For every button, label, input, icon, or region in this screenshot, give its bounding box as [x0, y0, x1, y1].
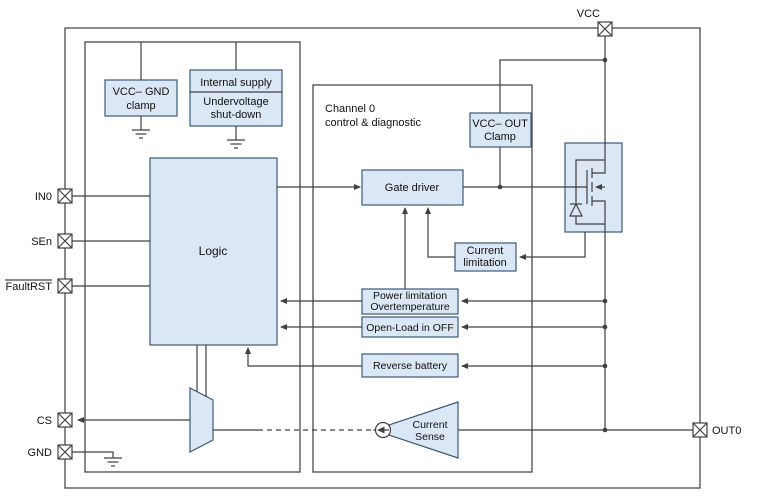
pin-in0 [57, 188, 73, 204]
outer-frame [64, 27, 701, 489]
ground-icon-gnd-pin [104, 457, 122, 467]
power-limitation-label-2: Overtemperature [370, 301, 450, 313]
body-diode-cathode-path [575, 159, 605, 204]
current-limitation-block [454, 242, 517, 272]
vcc-gnd-clamp-label-2: clamp [126, 100, 155, 112]
in0-pin-label: IN0 [35, 191, 52, 203]
pin-gnd [57, 444, 73, 460]
pin-cs [57, 412, 73, 428]
body-diode-icon [569, 202, 583, 217]
power-limitation-label-1: Power limitation [373, 290, 447, 302]
vcc-out-clamp-label-1: VCC– OUT [472, 118, 528, 130]
current-sense-label-2: Sense [415, 431, 445, 443]
mosfet-icon [565, 159, 605, 225]
cs-pin-label: CS [37, 415, 52, 427]
undervoltage-label-1: Undervoltage [203, 96, 268, 108]
vcc-pin-label: VCC [577, 8, 600, 20]
wires [72, 36, 693, 458]
current-limitation-label-1: Current [467, 245, 504, 257]
body-diode-anode-path [575, 216, 605, 225]
vcc-gnd-clamp-label-1: VCC– GND [113, 86, 170, 98]
gate-driver-label: Gate driver [385, 182, 440, 194]
logic-label: Logic [199, 244, 228, 258]
logic-box [149, 157, 278, 346]
current-limitation-label-2: limitation [463, 257, 506, 269]
vcc-out-clamp-label-2: Clamp [484, 131, 516, 143]
pin-out0 [692, 422, 708, 438]
pin-faultrst [57, 278, 73, 294]
wire-vcc-drain [592, 36, 606, 174]
channel-label-2: control & diagnostic [325, 117, 421, 129]
wire-mosfet-curlim [519, 232, 586, 260]
current-source-icon [374, 421, 392, 439]
logic-block [149, 157, 278, 346]
internal-supply-label: Internal supply [200, 77, 272, 89]
wire-revbat-logic [245, 347, 362, 367]
channel-label-1: Channel 0 [325, 103, 375, 115]
power-limitation-box [361, 288, 459, 315]
sense-mux [189, 387, 214, 453]
reverse-battery-label: Reverse battery [373, 360, 448, 372]
open-load-label: Open-Load in OFF [366, 322, 454, 334]
current-limitation-box [454, 242, 517, 272]
vcc-gnd-clamp-box [104, 79, 178, 117]
supply-logic-frame [84, 41, 301, 473]
junction-dots [497, 57, 608, 433]
current-sense-label-1: Current [412, 419, 447, 431]
pin-sen [57, 233, 73, 249]
channel0-frame [312, 84, 533, 473]
wire-gnd [72, 451, 114, 458]
pin-vcc [597, 21, 613, 37]
sen-pin-label: SEn [31, 236, 52, 248]
gnd-pin-label: GND [28, 447, 53, 459]
ground-icon-clamp [132, 129, 150, 139]
undervoltage-label-2: shut-down [211, 109, 262, 121]
faultrst-pin-label: FaultRST [6, 281, 53, 293]
power-limitation-block [361, 288, 459, 315]
vcc-gnd-clamp-block [104, 79, 178, 117]
wire-vcc-rail-clamp [499, 59, 605, 113]
out0-pin-label: OUT0 [712, 425, 741, 437]
wire-curlim-gatedriver [425, 207, 455, 258]
wire-source-out [592, 200, 606, 430]
ground-icon-supply [227, 139, 245, 149]
